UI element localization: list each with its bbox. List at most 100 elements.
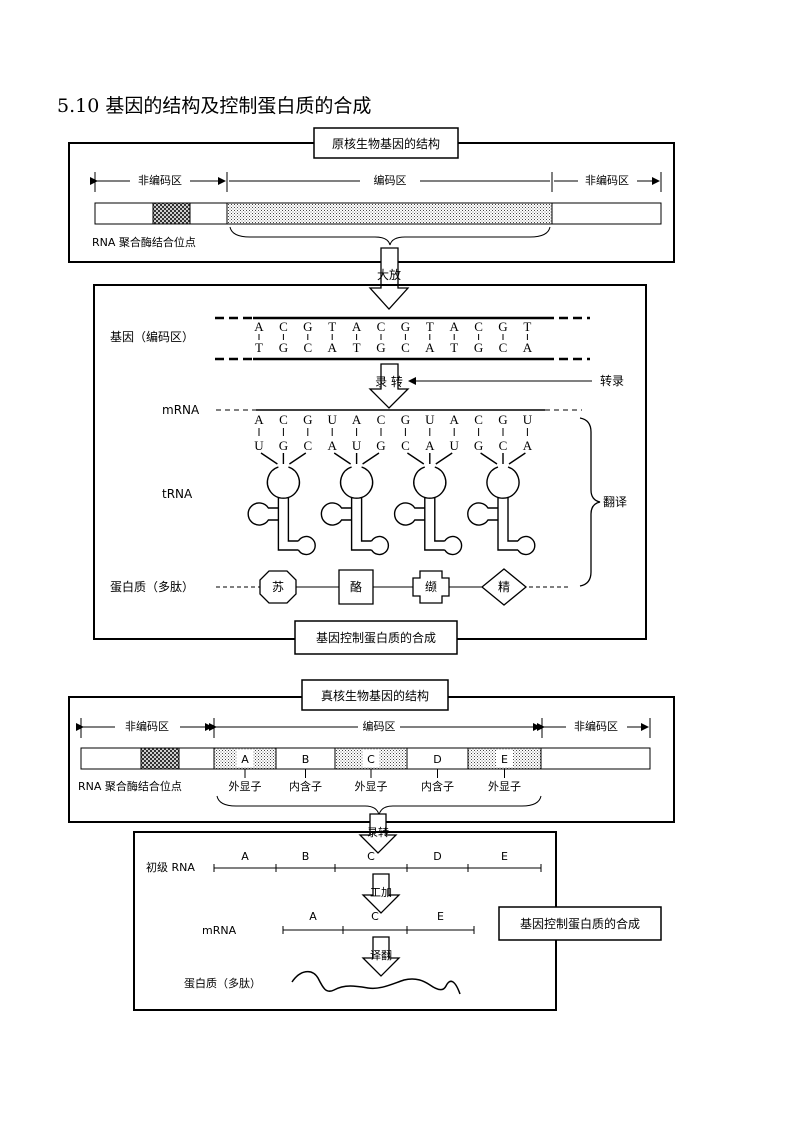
coding-brace <box>229 226 551 246</box>
trna-molecule <box>467 452 536 556</box>
eu-mrna-segment: E <box>437 910 444 923</box>
pre-rna-label: 初级 RNA <box>146 860 195 874</box>
amino-acids: 苏酪缬精 <box>259 568 528 606</box>
eu-region-noncoding-left: 非编码区 <box>125 719 169 733</box>
trna-molecules <box>247 452 536 556</box>
svg-text:录 转: 录 转 <box>375 374 403 389</box>
transcription-arrow: 录 转 <box>368 363 410 409</box>
coding-region <box>226 202 553 225</box>
dna-bottom-base: T <box>450 340 458 355</box>
translation-label: 翻译 <box>603 495 627 509</box>
eu-region-dimension-lines <box>76 718 651 738</box>
trna-molecule <box>320 452 390 556</box>
anticodon-base: G <box>279 438 288 453</box>
anticodon-base: C <box>303 438 312 453</box>
amino-acid: 苏 <box>259 570 297 604</box>
dna-top-base: C <box>377 319 386 334</box>
mrna-base: U <box>425 412 435 427</box>
mrna-base: G <box>303 412 312 427</box>
dna-top-base: A <box>352 319 362 334</box>
anticodon-base: G <box>376 438 385 453</box>
anticodon-base: G <box>474 438 483 453</box>
eukaryote-box-title: 真核生物基因的结构 <box>321 688 429 703</box>
dna-top-base: G <box>498 319 507 334</box>
exon-segment: C 外显子 <box>334 747 408 793</box>
amino-acid: 酪 <box>338 569 374 605</box>
mrna-base: C <box>474 412 483 427</box>
svg-text:工加: 工加 <box>370 886 392 899</box>
dna-pair-ticks <box>258 334 528 340</box>
mrna-base: U <box>328 412 338 427</box>
polypeptide-squiggle <box>291 970 461 995</box>
eu-rnap-binding-site <box>140 747 180 770</box>
dna-bottom-base: C <box>499 340 508 355</box>
eu-side-caption: 基因控制蛋白质的合成 <box>520 916 640 931</box>
pre-rna-segment: A <box>241 850 249 863</box>
eu-mrna-label: mRNA <box>202 924 237 937</box>
pre-rna-segment: E <box>501 850 508 863</box>
mrna-base: C <box>279 412 288 427</box>
region-dimension-lines <box>90 172 662 192</box>
dna-top-base: G <box>401 319 410 334</box>
segment-label: D <box>433 753 441 766</box>
trna-molecule <box>247 452 316 556</box>
mrna-base: A <box>254 412 264 427</box>
eukaryote-structure: 真核生物基因的结构 非编码区 编码区 非编码区 A外显子B内含子C外显子D内含子… <box>68 679 675 823</box>
dna-bottom-base: A <box>328 340 338 355</box>
trna-label: tRNA <box>162 487 193 501</box>
anticodon-base: U <box>450 438 460 453</box>
amino-acid: 缬 <box>412 570 450 604</box>
dna-top-base: A <box>450 319 460 334</box>
rnap-binding-site <box>152 202 191 225</box>
dna-top-base: T <box>523 319 531 334</box>
dna-bottom-base: G <box>376 340 385 355</box>
transcription-label: 转录 <box>600 373 624 388</box>
dna-top-base: G <box>303 319 312 334</box>
eu-region-noncoding-right: 非编码区 <box>574 719 618 733</box>
region-noncoding-left: 非编码区 <box>138 173 182 187</box>
mrna-base: U <box>523 412 533 427</box>
anticodon-base: C <box>401 438 410 453</box>
protein-label: 蛋白质（多肽） <box>110 579 194 594</box>
amino-acid-label: 缬 <box>425 580 437 594</box>
anticodon-base: A <box>425 438 435 453</box>
anticodon-base: A <box>523 438 533 453</box>
eu-coding-brace <box>216 795 542 816</box>
segment-type-label: 内含子 <box>421 779 454 793</box>
mrna-base: G <box>498 412 507 427</box>
segment-label: C <box>367 753 375 766</box>
dna-bottom-base: C <box>303 340 312 355</box>
translation-arrow: 译翻 <box>361 936 401 977</box>
eu-mrna-segment: C <box>371 910 379 923</box>
anticodon-base: C <box>499 438 508 453</box>
anticodon-base: U <box>352 438 362 453</box>
trna-molecule <box>393 452 463 556</box>
segment-label: B <box>302 753 310 766</box>
processing-arrow: 工加 <box>361 873 401 914</box>
dna-bottom-base: T <box>255 340 263 355</box>
eu-rnap-site-label: RNA 聚合酶结合位点 <box>78 779 182 793</box>
prokaryote-structure: 原核生物基因的结构 非编码区 编码区 非编码区 RNA 聚合酶结合位点 <box>68 127 675 263</box>
dna-top-base: A <box>254 319 264 334</box>
mrna-base: A <box>352 412 362 427</box>
region-noncoding-right: 非编码区 <box>585 173 629 187</box>
amino-acid-label: 苏 <box>272 580 284 594</box>
amino-acid: 精 <box>480 568 528 606</box>
intron-segment: D 内含子 <box>406 747 469 793</box>
pre-rna-segment: B <box>302 850 310 863</box>
mrna-base: C <box>377 412 386 427</box>
dna-top-base: T <box>426 319 434 334</box>
page-title: 5.10 基因的结构及控制蛋白质的合成 <box>57 95 371 117</box>
segment-type-label: 外显子 <box>355 780 388 793</box>
amino-acid-label: 酪 <box>350 579 362 594</box>
